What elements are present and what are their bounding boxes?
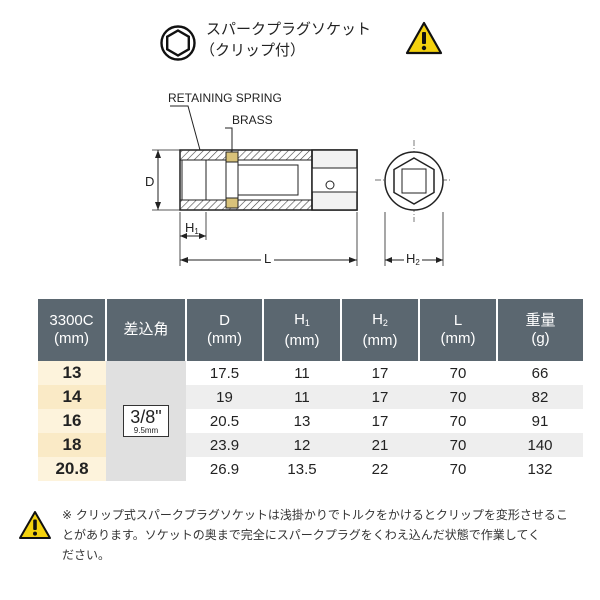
page-title: スパークプラグソケット xyxy=(206,20,372,38)
cell-h2: 22 xyxy=(341,457,419,481)
cell-h2: 17 xyxy=(341,361,419,385)
hexagon-icon xyxy=(160,25,196,61)
cell-weight: 132 xyxy=(497,457,583,481)
cell-weight: 66 xyxy=(497,361,583,385)
table-row: 16 20.5 13 17 70 91 xyxy=(38,409,583,433)
cell-l: 70 xyxy=(419,433,497,457)
drive-size-mm: 9.5mm xyxy=(133,426,159,435)
brass-label: BRASS xyxy=(232,113,273,127)
cell-h1: 11 xyxy=(263,385,341,409)
dimension-l-label: L xyxy=(261,251,275,266)
header-h2: H2(mm) xyxy=(340,299,419,361)
cell-d: 17.5 xyxy=(186,361,263,385)
dimension-d-label: D xyxy=(145,174,155,189)
cell-h2: 21 xyxy=(341,433,419,457)
cell-h1: 11 xyxy=(263,361,341,385)
header-size: 3300C(mm) xyxy=(38,299,106,361)
cell-d: 20.5 xyxy=(186,409,263,433)
table-row: 13 3/8" 9.5mm 17.5 11 17 70 66 xyxy=(38,361,583,481)
cell-size: 13 xyxy=(38,361,106,385)
drive-size: 3/8" xyxy=(130,407,162,427)
header-d: D(mm) xyxy=(185,299,263,361)
note-line: ださい。 xyxy=(62,548,111,562)
drive-size-box: 3/8" 9.5mm xyxy=(123,405,169,437)
dimension-h2-subscript: 2 xyxy=(415,258,420,267)
cell-size: 16 xyxy=(38,409,106,433)
spec-table: 3300C(mm) 差込角 D(mm) H1(mm) H2(mm) L(mm) … xyxy=(38,299,583,481)
header-weight: 重量(g) xyxy=(496,299,583,361)
cell-h2: 17 xyxy=(341,385,419,409)
socket-side-view xyxy=(179,149,358,211)
cell-h1: 12 xyxy=(263,433,341,457)
cell-size: 20.8 xyxy=(38,457,106,481)
dimension-h1-label: H1 xyxy=(185,220,199,236)
cell-d: 23.9 xyxy=(186,433,263,457)
note-line: ※ クリップ式スパークプラグソケットは浅掛かりでトルクをかけるとクリップを変形さ… xyxy=(62,508,568,522)
table-row: 14 19 11 17 70 82 xyxy=(38,385,583,409)
table-row: 18 23.9 12 21 70 140 xyxy=(38,433,583,457)
cell-size: 14 xyxy=(38,385,106,409)
retaining-spring-label: RETAINING SPRING xyxy=(168,91,282,105)
cell-l: 70 xyxy=(419,457,497,481)
table-header-row: 3300C(mm) 差込角 D(mm) H1(mm) H2(mm) L(mm) … xyxy=(38,299,583,361)
cell-l: 70 xyxy=(419,385,497,409)
cell-d: 26.9 xyxy=(186,457,263,481)
header-l: L(mm) xyxy=(418,299,497,361)
page-subtitle: （クリップ付） xyxy=(200,41,306,59)
warning-icon xyxy=(405,21,443,55)
cell-l: 70 xyxy=(419,409,497,433)
cell-drive: 3/8" 9.5mm xyxy=(106,361,186,481)
cell-l: 70 xyxy=(419,361,497,385)
note-warning-icon xyxy=(18,510,52,540)
dimension-h2-label: H2 xyxy=(404,251,422,267)
dimension-h1-subscript: 1 xyxy=(194,227,199,236)
dimension-h1-letter: H xyxy=(185,220,195,235)
note-line: とがあります。ソケットの奥まで完全にスパークプラグをくわえ込んだ状態で作業してく xyxy=(62,528,541,542)
cell-h1: 13 xyxy=(263,409,341,433)
cell-weight: 91 xyxy=(497,409,583,433)
cell-d: 19 xyxy=(186,385,263,409)
socket-drawing xyxy=(152,105,452,266)
cell-weight: 140 xyxy=(497,433,583,457)
header-h1: H1(mm) xyxy=(262,299,341,361)
socket-end-view xyxy=(375,140,452,222)
table-row: 20.8 26.9 13.5 22 70 132 xyxy=(38,457,583,481)
cell-h2: 17 xyxy=(341,409,419,433)
cell-h1: 13.5 xyxy=(263,457,341,481)
caution-note: ※ クリップ式スパークプラグソケットは浅掛かりでトルクをかけるとクリップを変形さ… xyxy=(62,505,582,565)
dimension-h2-letter: H xyxy=(406,251,416,266)
cell-size: 18 xyxy=(38,433,106,457)
cell-weight: 82 xyxy=(497,385,583,409)
header-drive: 差込角 xyxy=(105,299,186,361)
